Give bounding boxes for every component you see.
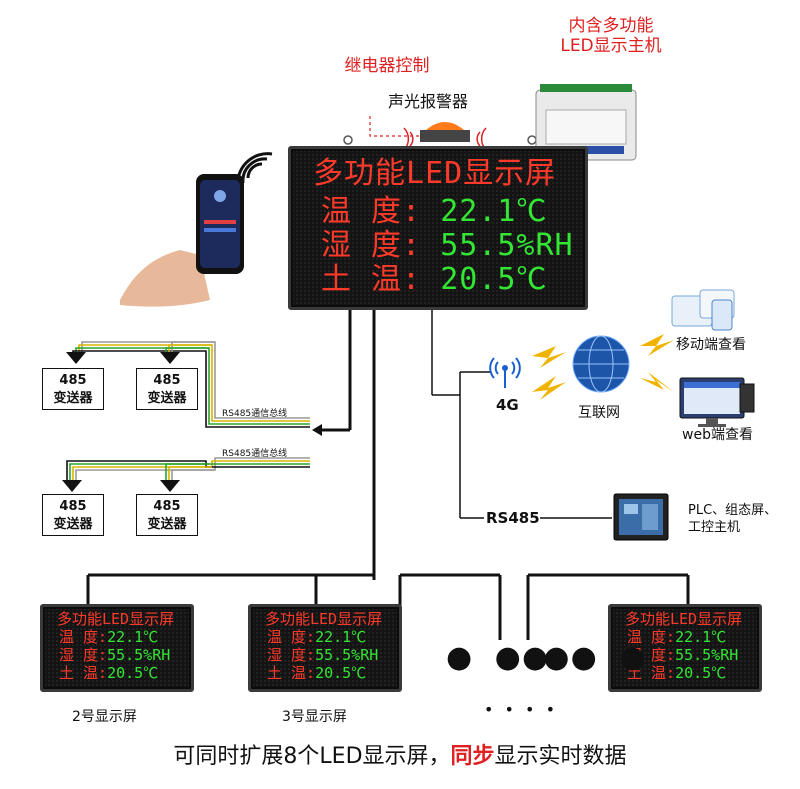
- small-display-row: 温 度:22.1℃: [267, 629, 399, 646]
- small-display-row: 温 度:22.1℃: [59, 629, 191, 646]
- host-title-label: 内含多功能 LED显示主机: [560, 16, 662, 56]
- row-value: 22.1℃: [440, 194, 548, 229]
- touch-panel-icon: [613, 493, 669, 541]
- transmitter-box: 485 变送器: [136, 494, 198, 536]
- small-display-row: 湿 度:55.5%RH: [59, 647, 191, 664]
- relay-control-label: 继电器控制: [344, 56, 430, 76]
- footer-part1: 可同时扩展8个LED显示屏，: [173, 744, 451, 769]
- internet-label: 互联网: [578, 405, 620, 421]
- antenna-icon: [489, 357, 521, 388]
- row-label: 湿 度:: [267, 646, 316, 664]
- footer-caption: 可同时扩展8个LED显示屏，同步显示实时数据: [0, 738, 800, 770]
- row-value: 20.5℃: [315, 664, 367, 682]
- row-value: 55.5%RH: [315, 646, 379, 664]
- main-display-title: 多功能LED显示屏: [313, 156, 557, 191]
- mobile-screens-icon: [671, 289, 735, 331]
- row-label: 土 温:: [321, 262, 422, 297]
- small-display-title: 多功能LED显示屏: [265, 610, 383, 628]
- globe-icon: [572, 335, 630, 393]
- main-display-row: 湿 度: 55.5%RH: [321, 229, 585, 263]
- web-view-label: web端查看: [682, 427, 753, 443]
- transmitter-line1: 485: [153, 499, 181, 514]
- row-label: 湿 度:: [321, 228, 422, 263]
- transmitter-box: 485 变送器: [42, 368, 104, 410]
- footer-highlight: 同步: [450, 744, 495, 769]
- row-label: 土 温:: [267, 664, 316, 682]
- small-led-display: 多功能LED显示屏 温 度:22.1℃ 湿 度:55.5%RH 土 温:20.5…: [248, 604, 402, 692]
- row-value: 55.5%RH: [675, 646, 739, 664]
- row-label: 温 度:: [321, 194, 422, 229]
- bus-label: RS485通信总线: [222, 449, 288, 459]
- row-label: 湿 度:: [627, 646, 676, 664]
- small-display-row: 土 温:20.5℃: [627, 665, 759, 682]
- row-value: 22.1℃: [315, 628, 367, 646]
- main-display-row: 土 温: 20.5℃: [321, 263, 585, 297]
- transmitter-box: 485 变送器: [42, 494, 104, 536]
- row-value: 22.1℃: [107, 628, 159, 646]
- row-label: 温 度:: [267, 628, 316, 646]
- transmitter-line2: 变送器: [147, 391, 187, 406]
- row-value: 20.5℃: [107, 664, 159, 682]
- ellipsis-dots: ● ● ●: [446, 640, 576, 675]
- small-display-row: 土 温:20.5℃: [267, 665, 399, 682]
- bus-label: RS485通信总线: [222, 409, 288, 419]
- rs485-label: RS485: [486, 509, 540, 527]
- row-label: 土 温:: [627, 664, 676, 682]
- small-display-title: 多功能LED显示屏: [57, 610, 175, 628]
- small-display-row: 温 度:22.1℃: [627, 629, 759, 646]
- transmitter-line1: 485: [59, 499, 87, 514]
- transmitter-line1: 485: [59, 373, 87, 388]
- display-caption: 2号显示屏: [72, 709, 137, 725]
- row-value: 55.5%RH: [440, 228, 574, 263]
- row-value: 20.5℃: [675, 664, 727, 682]
- small-led-display: 多功能LED显示屏 温 度:22.1℃ 湿 度:55.5%RH 土 温:20.5…: [40, 604, 194, 692]
- main-display-row: 温 度: 22.1℃: [321, 195, 585, 229]
- footer-part2: 显示实时数据: [494, 744, 627, 769]
- main-led-display: 多功能LED显示屏 温 度: 22.1℃ 湿 度: 55.5%RH 土 温: 2…: [288, 146, 588, 310]
- row-label: 温 度:: [627, 628, 676, 646]
- display-caption: 3号显示屏: [282, 709, 347, 725]
- monitor-icon: [679, 377, 755, 427]
- transmitter-line1: 485: [153, 373, 181, 388]
- small-display-row: 土 温:20.5℃: [59, 665, 191, 682]
- transmitter-line2: 变送器: [147, 517, 187, 532]
- small-display-title: 多功能LED显示屏: [625, 610, 743, 628]
- small-display-row: 湿 度:55.5%RH: [267, 647, 399, 664]
- lightning-icon: [532, 334, 674, 400]
- row-label: 湿 度:: [59, 646, 108, 664]
- transmitter-box: 485 变送器: [136, 368, 198, 410]
- small-led-display: 多功能LED显示屏 温 度:22.1℃ 湿 度:55.5%RH 土 温:20.5…: [608, 604, 762, 692]
- alarm-label: 声光报警器: [388, 92, 469, 111]
- row-value: 22.1℃: [675, 628, 727, 646]
- mobile-view-label: 移动端查看: [676, 337, 746, 353]
- row-value: 20.5℃: [440, 262, 548, 297]
- ellipsis-small: • • • •: [484, 700, 559, 719]
- row-value: 55.5%RH: [107, 646, 171, 664]
- 4g-label: 4G: [496, 396, 519, 414]
- transmitter-line2: 变送器: [53, 391, 93, 406]
- smartphone-icon: [120, 174, 244, 307]
- transmitter-line2: 变送器: [53, 517, 93, 532]
- plc-label: PLC、组态屏、 工控主机: [688, 503, 778, 535]
- row-label: 土 温:: [59, 664, 108, 682]
- row-label: 温 度:: [59, 628, 108, 646]
- small-display-row: 湿 度:55.5%RH: [627, 647, 759, 664]
- ellipsis-dots: ● ● ●: [522, 640, 652, 675]
